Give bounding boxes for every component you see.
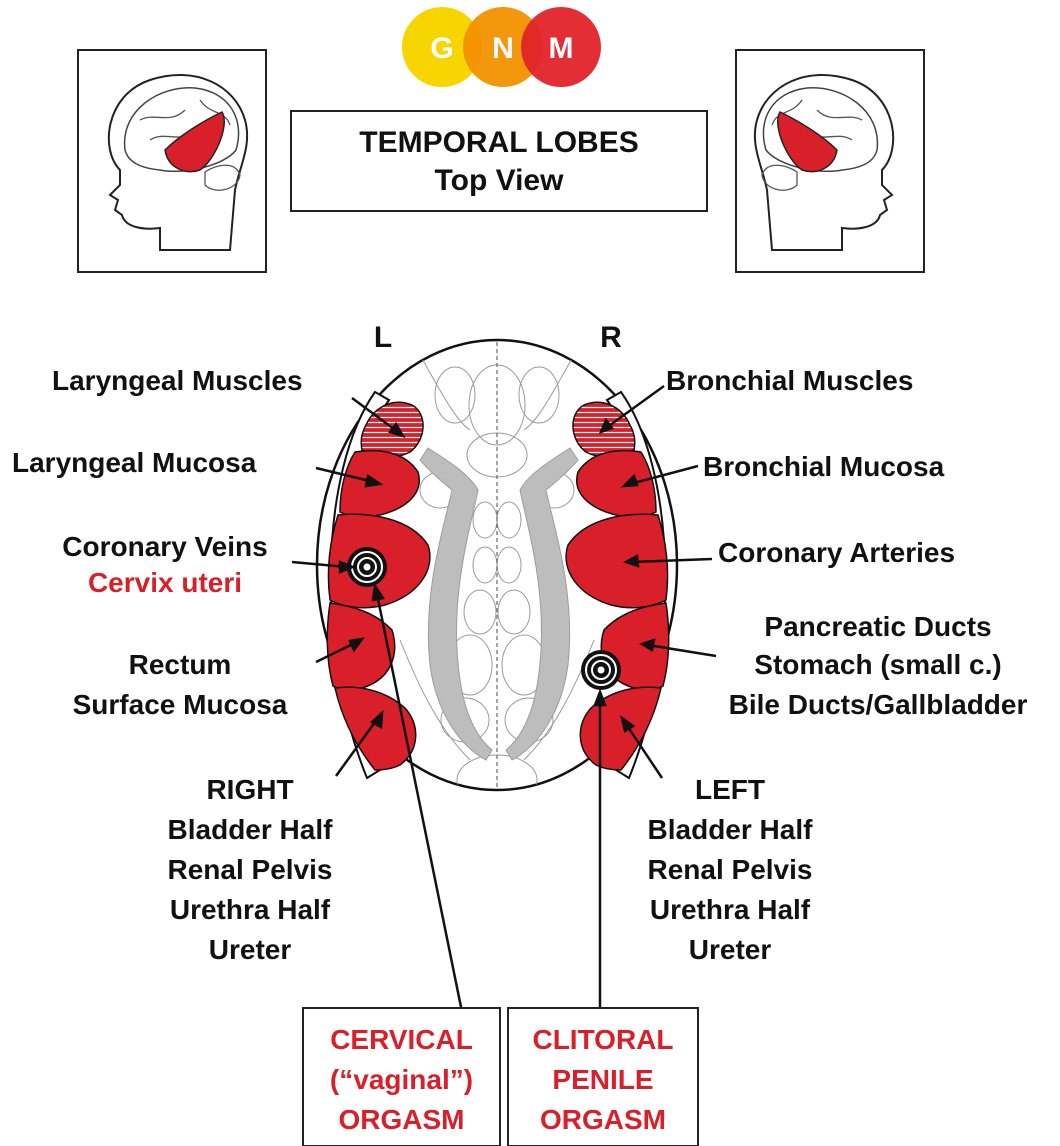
label-left-bladder-line: Bladder Half [120,810,380,850]
side-label-left: L [374,321,392,354]
label-right-bladder-line: Ureter [600,930,860,970]
label-right-bladder-line: Bladder Half [600,810,860,850]
label-bronchial-muscles: Bronchial Muscles [666,364,913,398]
label-clitoral-orgasm: CLITORAL PENILE ORGASM [508,1020,698,1140]
label-right-bladder-group: LEFT Bladder Half Renal Pelvis Urethra H… [600,770,860,970]
side-label-right: R [600,321,622,354]
label-surface-mucosa: Surface Mucosa [50,688,310,722]
clitoral-line: ORGASM [508,1100,698,1140]
label-rectum: Rectum [50,648,310,682]
label-right-bladder-line: Urethra Half [600,890,860,930]
head-right-illustration [736,50,924,272]
gnm-logo: G N M [402,7,601,87]
cervical-line: (“vaginal”) [303,1060,500,1100]
target-ring-right [581,650,621,690]
clitoral-line: PENILE [508,1060,698,1100]
clitoral-line: CLITORAL [508,1020,698,1060]
label-right-bladder-line: LEFT [600,770,860,810]
label-coronary-arteries: Coronary Arteries [718,536,955,570]
label-left-bladder-group: RIGHT Bladder Half Renal Pelvis Urethra … [120,770,380,970]
logo-letter-n: N [492,32,514,65]
logo-letter-g: G [430,32,453,65]
label-pancreatic-ducts: Pancreatic Ducts [700,610,1056,644]
title-line-2: Top View [435,164,565,197]
label-laryngeal-mucosa: Laryngeal Mucosa [12,446,256,480]
logo-letter-m: M [549,32,574,65]
label-left-bladder-line: Renal Pelvis [120,850,380,890]
head-left-illustration [78,50,266,272]
title-line-1: TEMPORAL LOBES [359,126,638,159]
label-cervical-orgasm: CERVICAL (“vaginal”) ORGASM [303,1020,500,1140]
label-left-bladder-line: Ureter [120,930,380,970]
label-stomach: Stomach (small c.) [700,648,1056,682]
label-left-bladder-line: RIGHT [120,770,380,810]
label-laryngeal-muscles: Laryngeal Muscles [52,364,303,398]
label-right-bladder-line: Renal Pelvis [600,850,860,890]
cervical-line: ORGASM [303,1100,500,1140]
brain-top-view [317,340,677,805]
cervical-line: CERVICAL [303,1020,500,1060]
label-bronchial-mucosa: Bronchial Mucosa [703,450,944,484]
label-left-bladder-line: Urethra Half [120,890,380,930]
label-bile-ducts: Bile Ducts/Gallbladder [700,688,1056,722]
label-cervix-uteri: Cervix uteri [30,566,300,600]
label-coronary-veins: Coronary Veins [30,530,300,564]
